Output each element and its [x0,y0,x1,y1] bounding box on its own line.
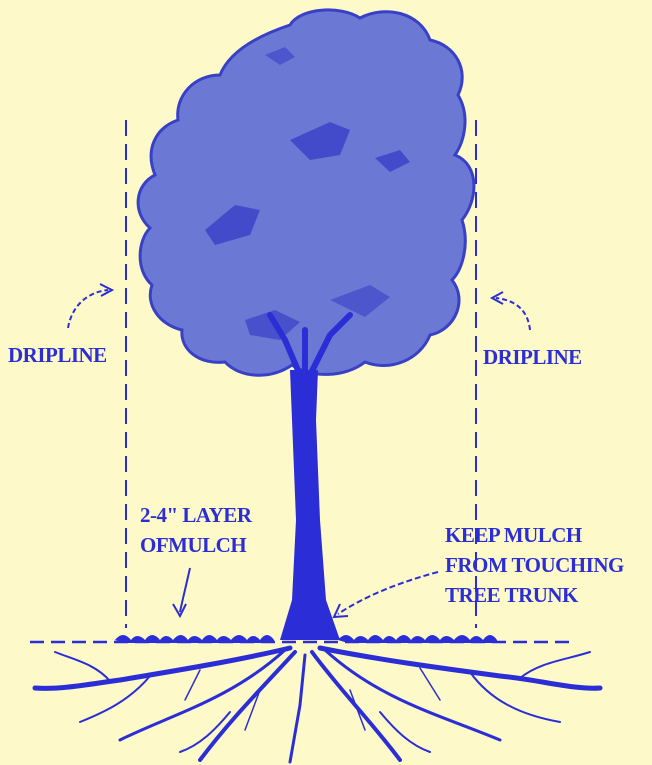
dripline-left-text: DRIPLINE [8,340,107,370]
keep-mulch-line-1: KEEP MULCH [445,520,624,550]
tree-roots [35,648,600,762]
tree-canopy [138,10,474,375]
keep-mulch-line-2: FROM TOUCHING [445,550,624,580]
label-mulch-layer: 2-4" LAYER OFMULCH [140,500,251,560]
arrow-dripline-left [68,284,112,328]
mulch-layer-line-2: OFMULCH [140,530,251,560]
label-dripline-right: DRIPLINE [483,342,582,372]
label-dripline-left: DRIPLINE [8,340,107,370]
tree-trunk [280,370,340,640]
arrow-dripline-right [492,292,530,330]
arrow-keep-mulch [334,572,438,617]
keep-mulch-line-3: TREE TRUNK [445,580,624,610]
arrow-mulch-layer [173,568,190,616]
mulch-layer-line-1: 2-4" LAYER [140,500,251,530]
dripline-right-text: DRIPLINE [483,342,582,372]
label-keep-mulch: KEEP MULCH FROM TOUCHING TREE TRUNK [445,520,624,610]
